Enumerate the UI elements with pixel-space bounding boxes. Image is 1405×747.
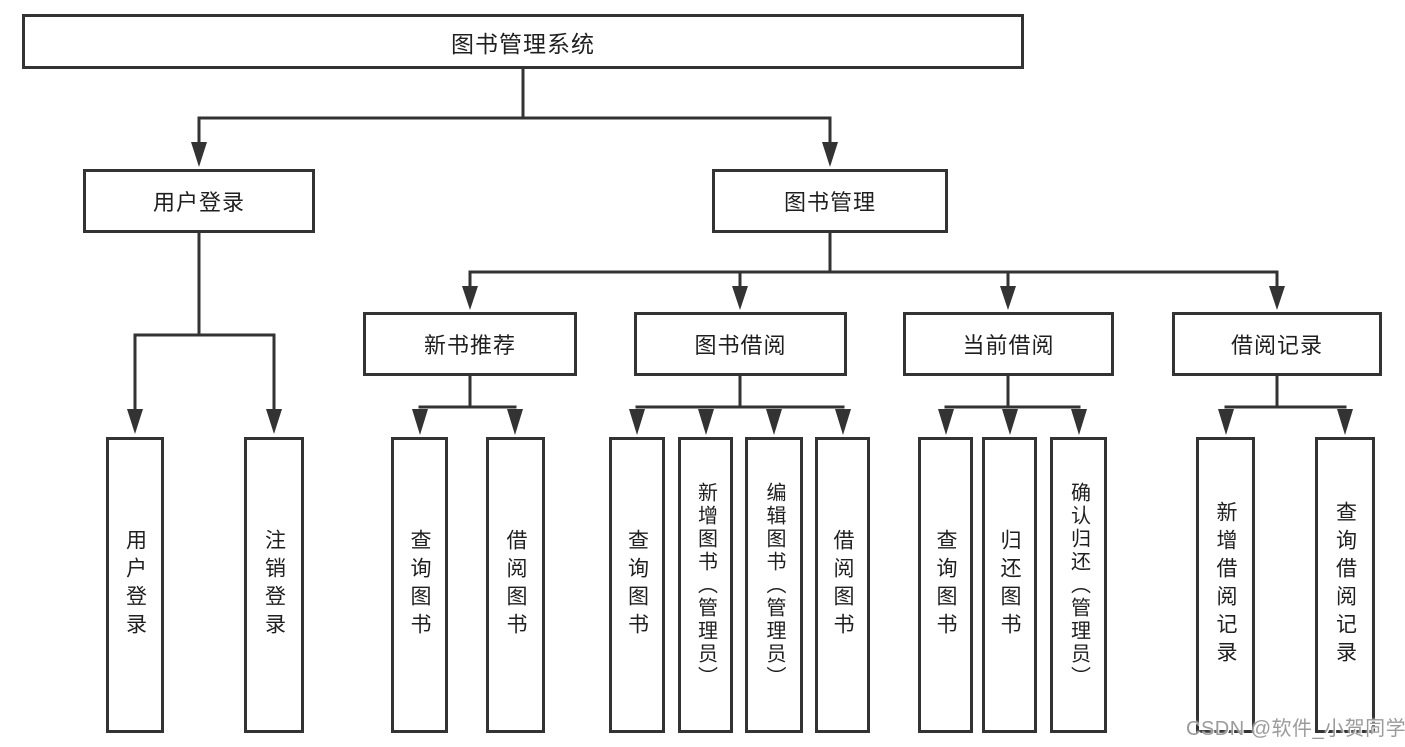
leaf-logout: 注销登录 xyxy=(244,437,304,733)
leaf-borrow-books-borrowing: 借阅图书 xyxy=(815,437,870,733)
node-user-login: 用户登录 xyxy=(83,169,315,233)
leaf-query-books-current: 查询图书 xyxy=(918,437,973,733)
leaf-query-books-recommend: 查询图书 xyxy=(391,437,448,733)
leaf-edit-books-admin: 编辑图书（管理员） xyxy=(745,437,803,733)
node-current-borrowing: 当前借阅 xyxy=(903,312,1114,376)
node-new-book-recommendation: 新书推荐 xyxy=(363,312,577,376)
leaf-add-borrow-record: 新增借阅记录 xyxy=(1196,437,1255,733)
leaf-borrow-books-recommend: 借阅图书 xyxy=(486,437,545,733)
leaf-confirm-return-admin: 确认归还（管理员） xyxy=(1050,437,1107,733)
node-borrowing-records: 借阅记录 xyxy=(1172,312,1382,376)
leaf-return-books: 归还图书 xyxy=(982,437,1037,733)
leaf-user-login: 用户登录 xyxy=(106,437,164,733)
leaf-query-borrow-record: 查询借阅记录 xyxy=(1315,437,1375,733)
leaf-query-books-borrowing: 查询图书 xyxy=(609,437,665,733)
node-library-management-system: 图书管理系统 xyxy=(22,14,1024,69)
watermark-csdn: CSDN @软件_小贺同学 xyxy=(1186,718,1405,740)
node-book-borrowing: 图书借阅 xyxy=(634,312,847,376)
leaf-add-books-admin: 新增图书（管理员） xyxy=(678,437,733,733)
node-book-management: 图书管理 xyxy=(712,169,948,233)
